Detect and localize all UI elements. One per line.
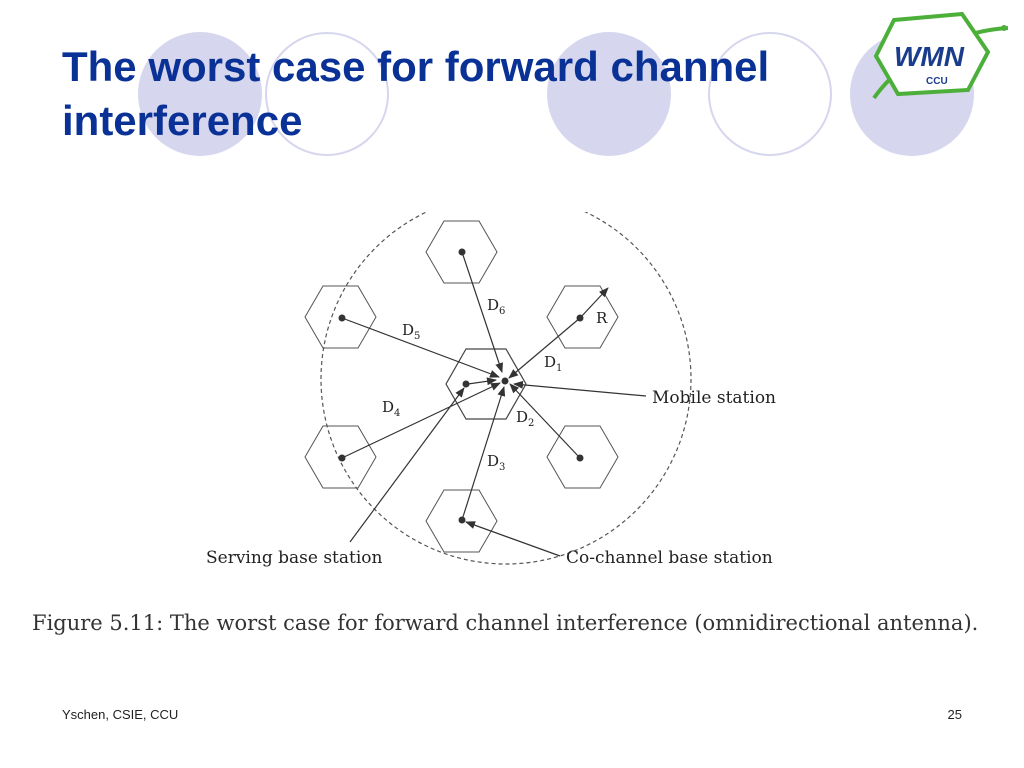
logo-hexagon xyxy=(873,11,991,97)
cochannel-base-callout-line xyxy=(465,521,561,557)
mobile-station-callout-line xyxy=(513,380,647,397)
cochannel-cell-hexagon-5 xyxy=(304,285,377,349)
decor-circle-4 xyxy=(708,32,832,156)
cochannel-cell-hexagon-1 xyxy=(546,285,619,349)
cochannel-base-station-4 xyxy=(338,454,346,462)
logo-text-sub: CCU xyxy=(926,76,948,87)
mobile-station xyxy=(501,377,509,385)
logo-text-main: WMN xyxy=(894,41,965,72)
distance-line-d6 xyxy=(461,251,503,373)
mobile-station-label: Mobile station xyxy=(652,388,776,408)
label-d1: D1 xyxy=(544,353,562,374)
label-d2: D2 xyxy=(516,408,534,429)
page-number: 25 xyxy=(947,707,962,722)
label-d5: D5 xyxy=(402,321,420,342)
label-radius: R xyxy=(596,309,608,327)
label-d3: D3 xyxy=(487,452,505,473)
cochannel-base-station-3 xyxy=(458,516,466,524)
decor-circle-3 xyxy=(547,32,671,156)
serving-link-line xyxy=(467,377,497,386)
label-d6: D6 xyxy=(487,296,505,317)
cochannel-base-station-1 xyxy=(576,314,584,322)
distance-line-d2 xyxy=(509,383,581,459)
cochannel-base-station-label: Co-channel base station xyxy=(566,548,773,568)
label-d4: D4 xyxy=(382,398,400,419)
distance-line-d3 xyxy=(461,386,506,521)
radius-arrow xyxy=(579,287,609,319)
distance-line-d5 xyxy=(341,317,500,378)
cochannel-cell-hexagon-2 xyxy=(546,425,619,489)
figure-caption: Figure 5.11: The worst case for forward … xyxy=(32,611,979,635)
cochannel-base-station-5 xyxy=(338,314,346,322)
footer-author: Yschen, CSIE, CCU xyxy=(62,707,179,722)
slide-title: The worst case for forward channel inter… xyxy=(62,40,882,148)
slide-title-line-2: interference xyxy=(62,97,303,144)
cochannel-base-station-6 xyxy=(458,248,466,256)
serving-base-station xyxy=(462,380,470,388)
cochannel-cell-hexagon-6 xyxy=(425,220,498,284)
slide-title-line-1: The worst case for forward channel xyxy=(62,43,770,90)
decor-circle-1 xyxy=(138,32,262,156)
logo-dot xyxy=(1001,25,1007,31)
distance-line-d1 xyxy=(508,317,581,379)
cochannel-cell-hexagon-3 xyxy=(425,489,498,553)
cochannel-base-station-2 xyxy=(576,454,584,462)
interference-diagram: D1 D2 D3 D4 D5 D6 R Mobile station Servi… xyxy=(206,212,776,568)
serving-base-callout-line xyxy=(349,387,465,543)
cochannel-cell-hexagon-4 xyxy=(304,425,377,489)
serving-cell-hexagon xyxy=(445,348,527,420)
reuse-distance-circle xyxy=(320,212,692,565)
decor-circle-2 xyxy=(265,32,389,156)
serving-base-station-label: Serving base station xyxy=(206,548,383,568)
distance-line-d4 xyxy=(341,382,501,459)
wmn-logo: WMN CCU xyxy=(872,11,1009,100)
